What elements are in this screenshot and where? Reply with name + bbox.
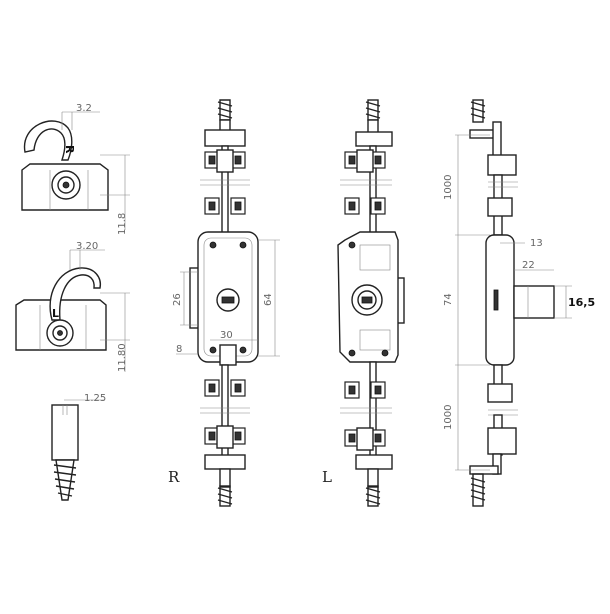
variant-l-label: L xyxy=(322,468,332,486)
side-dim-top-rod: 1000 xyxy=(443,175,454,200)
screw-width-dim: 1.25 xyxy=(84,393,106,404)
hook-l-width-dim: 3.20 xyxy=(76,241,98,252)
side-dim-cylinder-dia: 16,5 xyxy=(568,296,595,309)
side-dim-body: 74 xyxy=(443,293,454,306)
hook-r-width-dim: 3.2 xyxy=(76,103,92,114)
side-dim-cylinder: 22 xyxy=(522,260,535,271)
variant-r-label: R xyxy=(168,468,180,486)
front-dim-width: 30 xyxy=(220,330,233,341)
side-dim-depth: 13 xyxy=(530,238,543,249)
front-dim-height: 26 xyxy=(172,293,183,306)
front-dim-body-height: 64 xyxy=(263,293,274,306)
front-dim-offset: 8 xyxy=(176,344,182,355)
side-view xyxy=(455,99,572,507)
hook-l-height-dim: 11.80 xyxy=(117,343,128,372)
front-view-l xyxy=(337,99,405,507)
hook-l-drawing xyxy=(15,249,130,372)
hook-l-letter: L xyxy=(52,307,59,320)
hook-r-height-dim: 11.8 xyxy=(117,213,128,235)
side-dim-bottom-rod: 1000 xyxy=(443,405,454,430)
front-view-r xyxy=(176,99,280,507)
hook-r-letter: R xyxy=(63,145,76,154)
hook-r-drawing xyxy=(21,111,130,230)
screw-drawing xyxy=(51,399,105,501)
